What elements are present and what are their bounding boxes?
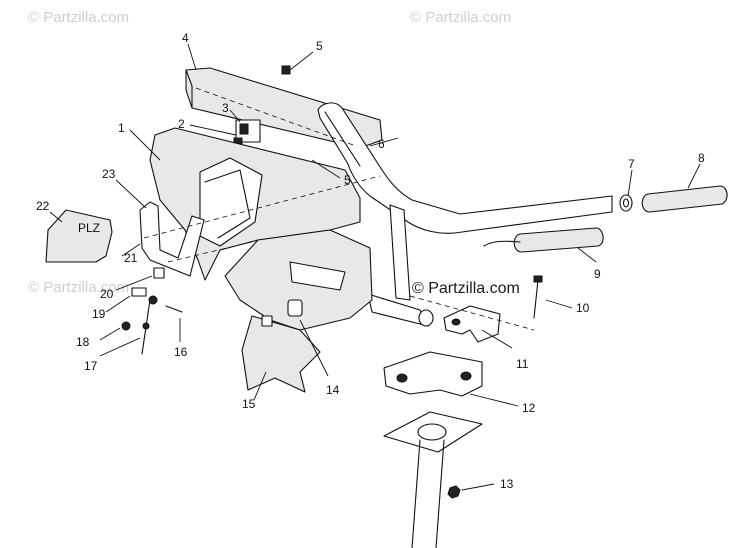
part-link-17 xyxy=(141,295,158,355)
callout-13: 13 xyxy=(500,477,514,491)
callout-16: 16 xyxy=(174,345,188,359)
callout-6: 6 xyxy=(378,137,385,151)
part-nut-13 xyxy=(447,485,461,499)
watermark-top-left: © Partzilla.com xyxy=(28,9,129,26)
callout-11: 11 xyxy=(516,357,529,371)
cover-mark: PLZ xyxy=(78,221,100,235)
part-clip-20 xyxy=(153,267,165,279)
callout-2: 2 xyxy=(178,117,185,131)
callout-22: 22 xyxy=(36,199,50,213)
callout-15: 15 xyxy=(242,397,256,411)
callout-19: 19 xyxy=(92,307,106,321)
part-upper-clamp xyxy=(443,305,501,343)
callout-17: 17 xyxy=(84,359,98,373)
part-washer-18 xyxy=(121,321,131,331)
callout-9: 9 xyxy=(594,267,601,281)
callout-5-mid: 5 xyxy=(344,173,351,187)
part-switch xyxy=(233,119,261,145)
part-grip-left xyxy=(483,227,604,253)
part-handlebar xyxy=(317,102,613,301)
callout-18: 18 xyxy=(76,335,90,349)
part-lower-clamp xyxy=(383,351,483,397)
part-pin-19 xyxy=(131,287,147,297)
part-bolt-5-top xyxy=(281,51,314,75)
callout-3: 3 xyxy=(222,101,229,115)
callout-4: 4 xyxy=(182,31,189,45)
part-end-cap xyxy=(619,194,633,212)
callout-1: 1 xyxy=(118,121,125,135)
callout-10: 10 xyxy=(576,301,590,315)
callout-23: 23 xyxy=(102,167,116,181)
callout-12: 12 xyxy=(522,401,536,415)
callout-7: 7 xyxy=(628,157,635,171)
callout-20: 20 xyxy=(100,287,114,301)
watermark-left-mid: © Partzilla.com xyxy=(28,279,129,296)
callout-8: 8 xyxy=(698,151,705,165)
part-bar-tube xyxy=(367,293,434,327)
watermark-top-right: © Partzilla.com xyxy=(410,9,511,26)
part-fastener-14 xyxy=(261,299,303,327)
callout-21: 21 xyxy=(124,251,138,265)
part-side-cover: PLZ xyxy=(45,209,113,263)
callout-5-top: 5 xyxy=(316,39,323,53)
part-lower-cowl xyxy=(241,315,321,393)
part-grip-right xyxy=(641,185,728,213)
part-steering-plate xyxy=(383,411,483,548)
callout-14: 14 xyxy=(326,383,340,397)
part-bolt-10 xyxy=(533,275,543,319)
watermark-center: © Partzilla.com xyxy=(412,280,520,297)
part-pin-16 xyxy=(165,305,183,313)
